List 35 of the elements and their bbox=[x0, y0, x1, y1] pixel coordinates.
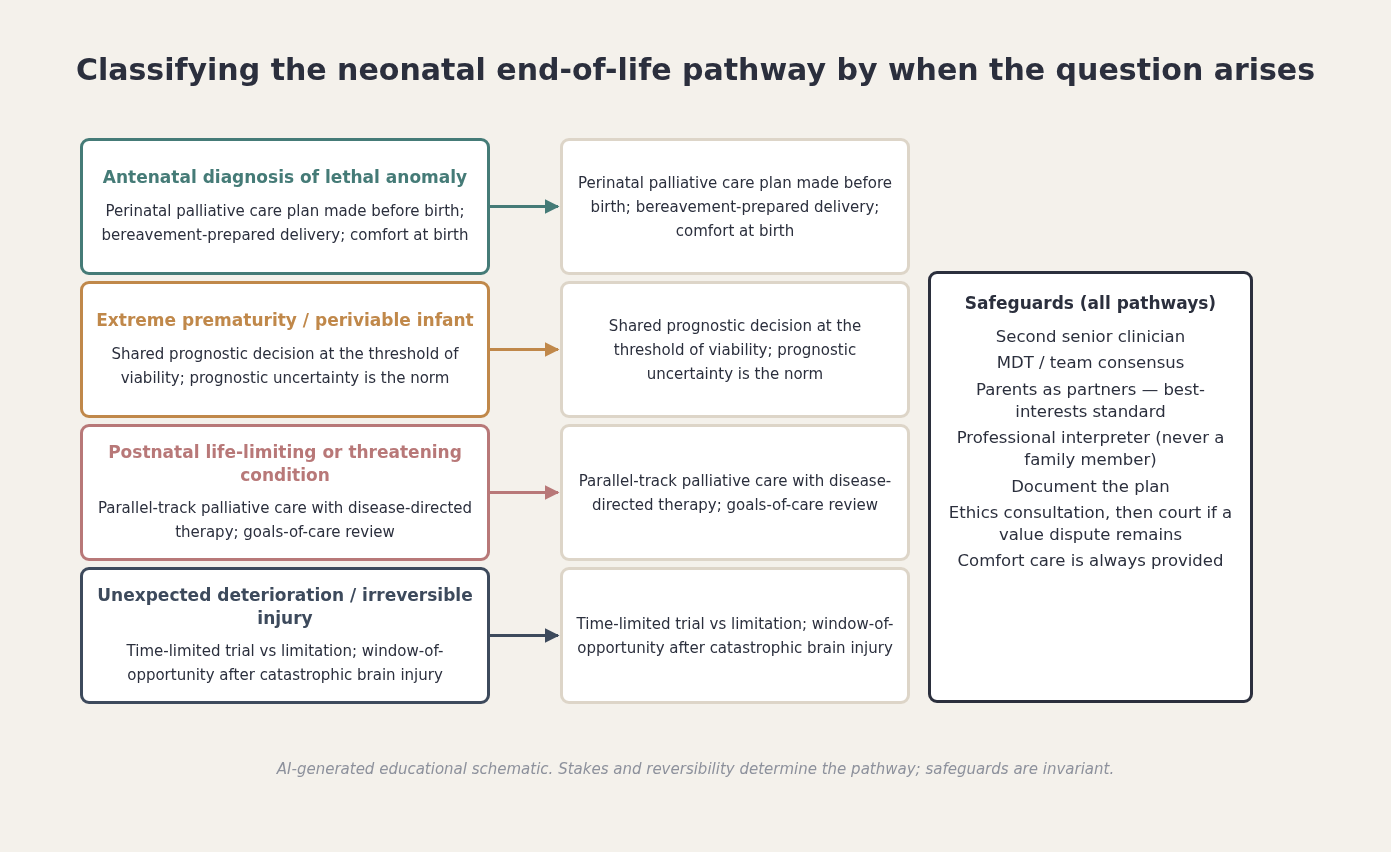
description-text: Perinatal palliative care plan made before birth; bereavement-prepared delivery; comfort at birth bbox=[576, 172, 894, 242]
category-box bbox=[80, 567, 490, 704]
arrow bbox=[490, 628, 560, 643]
category-box bbox=[80, 424, 490, 561]
heading: Safeguards (all pathways) bbox=[964, 292, 1217, 315]
list-item: Parents as partners — best-interests standard bbox=[974, 378, 1207, 423]
list-item: MDT / team consensus bbox=[996, 352, 1185, 375]
description-box bbox=[560, 138, 910, 275]
description-text: Time-limited trial vs limitation; window-of-opportunity after catastrophic brain injury bbox=[575, 613, 895, 659]
category-box bbox=[80, 281, 490, 418]
description-box bbox=[560, 567, 910, 704]
description-text: Shared prognostic decision at the threshold of viability; prognostic uncertainty is the norm bbox=[110, 343, 460, 389]
arrow bbox=[490, 485, 560, 500]
description-text: Parallel-track palliative care with disease-directed therapy; goals-of-care review bbox=[577, 470, 893, 516]
description-text: Perinatal palliative care plan made before birth; bereavement-prepared delivery; comfort at birth bbox=[100, 200, 470, 246]
arrow bbox=[490, 199, 560, 214]
heading: Extreme prematurity / periviable infant bbox=[96, 309, 474, 332]
list-item: Second senior clinician bbox=[995, 326, 1186, 349]
list-item: Document the plan bbox=[1011, 475, 1170, 498]
list-item: Comfort care is always provided bbox=[957, 550, 1224, 573]
description-box bbox=[560, 424, 910, 561]
description-text: Time-limited trial vs limitation; window-of-opportunity after catastrophic brain injury bbox=[125, 640, 445, 686]
caption: AI-generated educational schematic. Stakes and reversibility determine the pathway; safeguards are invariant. bbox=[275, 760, 1116, 778]
category-box bbox=[80, 138, 490, 275]
list-item: Professional interpreter (never a family member) bbox=[955, 427, 1226, 472]
description-box bbox=[560, 281, 910, 418]
safeguards-box bbox=[928, 271, 1253, 703]
heading: Postnatal life-limiting or threatening condition bbox=[107, 441, 463, 486]
description-text: Shared prognostic decision at the threshold of viability; prognostic uncertainty is the norm bbox=[607, 315, 863, 385]
heading: Antenatal diagnosis of lethal anomaly bbox=[102, 166, 468, 189]
heading: Unexpected deterioration / irreversible injury bbox=[96, 584, 474, 629]
description-text: Parallel-track palliative care with disease-directed therapy; goals-of-care review bbox=[96, 497, 474, 543]
diagram-title: Classifying the neonatal end-of-life pathway by when the question arises bbox=[74, 52, 1317, 87]
list-item: Ethics consultation, then court if a value dispute remains bbox=[947, 501, 1234, 547]
arrow bbox=[490, 342, 560, 357]
